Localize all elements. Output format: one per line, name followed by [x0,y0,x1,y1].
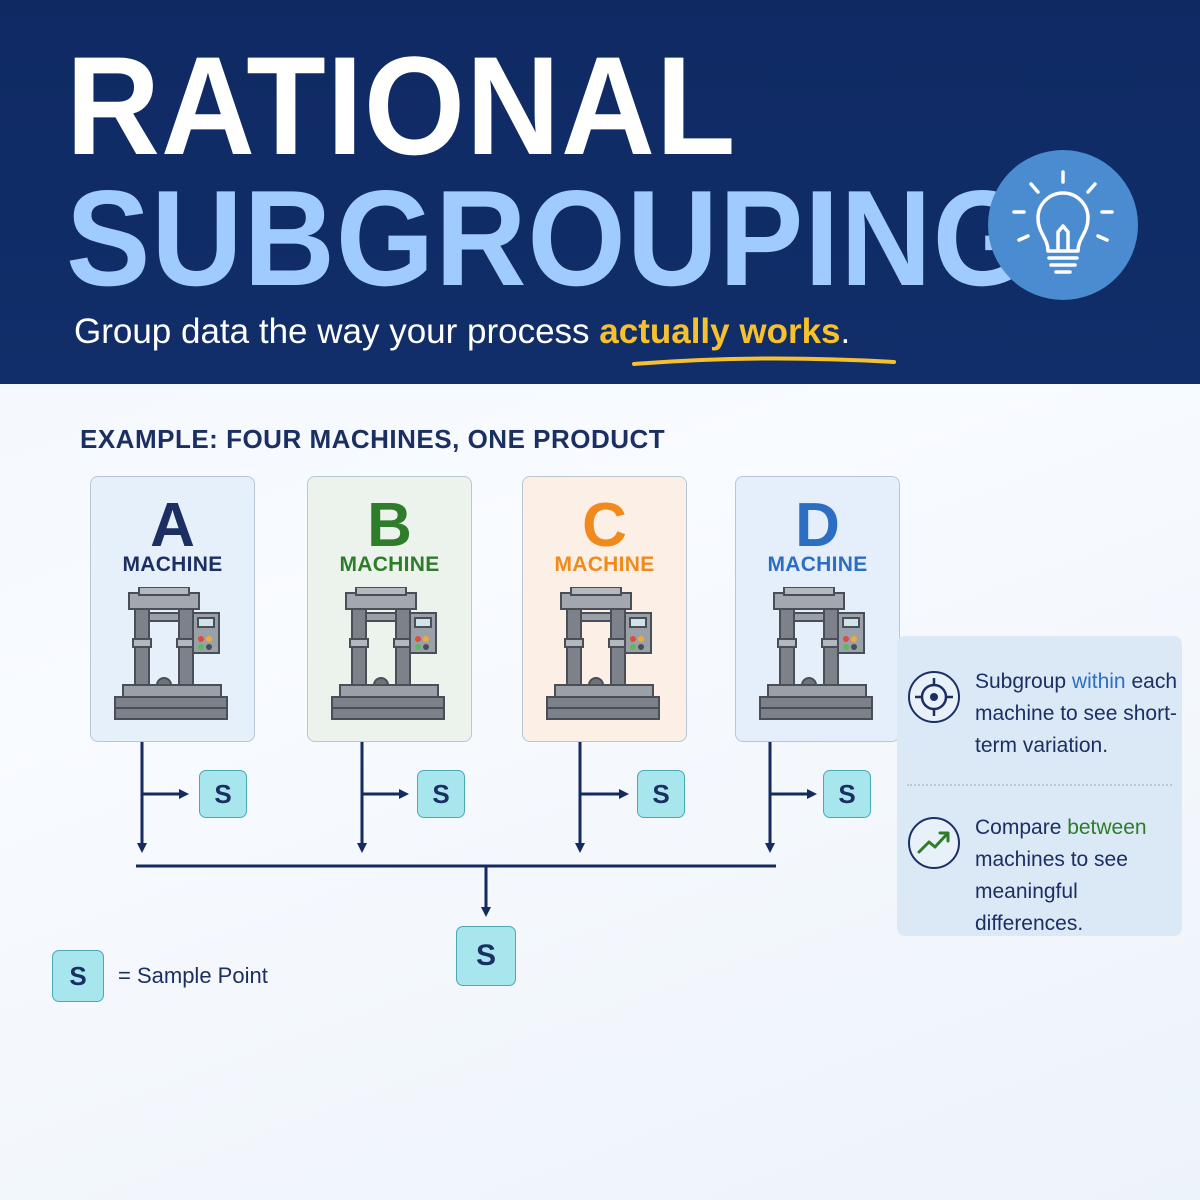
press-machine-icon [114,587,228,720]
example-title: EXAMPLE: FOUR MACHINES, ONE PRODUCT [80,424,666,454]
lightbulb-badge [988,150,1138,300]
machine-letter: A [150,491,195,560]
info-divider [907,784,1172,786]
target-icon [908,671,960,723]
subtitle-highlight: actually works [599,312,841,351]
info-panel: Subgroup within each machine to see shor… [897,636,1182,936]
info-between-highlight: between [1067,816,1147,839]
title-line-2: SUBGROUPING [66,162,1032,314]
press-machine-icon [546,587,660,720]
info-within-prefix: Subgroup [975,670,1072,693]
subtitle-suffix: . [840,312,851,351]
info-within-highlight: within [1071,670,1126,693]
machine-letter: D [795,491,840,560]
machine-label: MACHINE [767,553,868,576]
sample-point-a: S [199,770,247,818]
info-between-suffix: machines to see meaningful differences. [975,848,1128,935]
info-between-prefix: Compare [975,816,1068,839]
lightbulb-icon [1012,170,1114,274]
title-line-1: RATIONAL [66,27,737,184]
press-machine-icon [759,587,873,720]
subtitle-prefix: Group data the way your process [74,312,600,351]
legend-sample-icon: S [52,950,104,1002]
header-banner: RATIONAL SUBGROUPING Group data the way … [0,0,1200,384]
machine-label: MACHINE [554,553,655,576]
press-machine-icon [331,587,445,720]
machine-letter: B [367,491,412,560]
sample-point-b: S [417,770,465,818]
trend-up-icon [908,817,960,869]
sample-point-combined: S [456,926,516,986]
machine-letter: C [582,491,627,560]
highlight-underline [632,356,896,366]
machine-label: MACHINE [339,553,440,576]
sample-point-c: S [637,770,685,818]
info-between-text: Compare between machines to see meaningf… [975,812,1180,940]
legend-label: = Sample Point [118,963,268,988]
sample-point-d: S [823,770,871,818]
subtitle: Group data the way your process actually… [74,312,850,352]
info-within-text: Subgroup within each machine to see shor… [975,666,1180,762]
machine-label: MACHINE [122,553,223,576]
info-within-suffix: each machine to see short-term variation… [975,670,1177,757]
